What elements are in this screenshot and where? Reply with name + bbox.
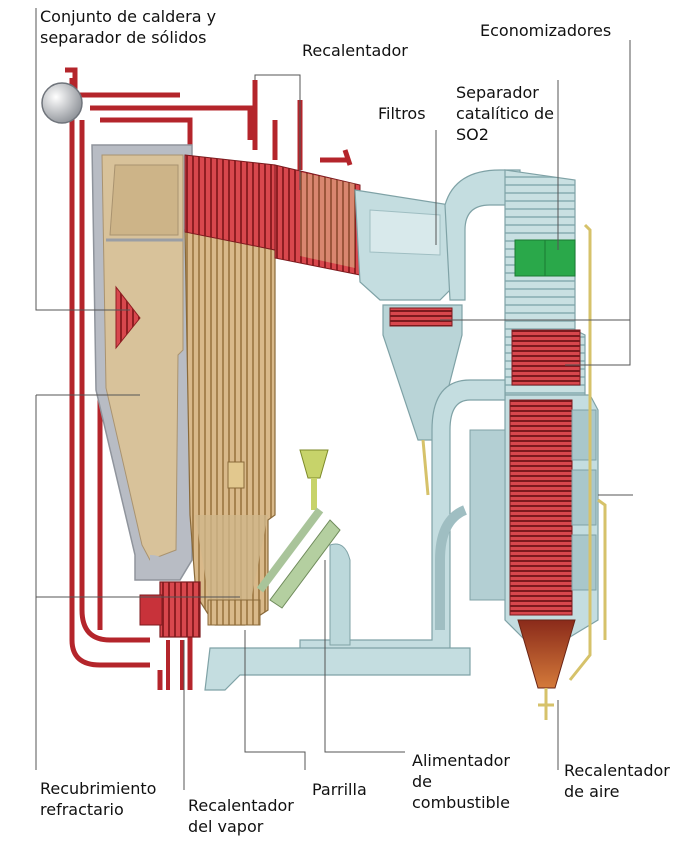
combustion-chamber [101, 154, 184, 561]
filter-red-bank [389, 307, 453, 327]
leader-fuel-feeder [324, 560, 405, 753]
label-steam-reheater: Recalentador del vapor [188, 796, 294, 836]
steam-reheater-block [159, 581, 201, 638]
bottom-air-duct [204, 647, 471, 691]
label-fuel-feeder: Alimentador de combustible [412, 751, 511, 812]
leader-boiler-separator [35, 8, 130, 311]
label-reheater: Recalentador [302, 41, 408, 60]
air-heater-tubes [509, 399, 573, 616]
economizer-red-bank [511, 329, 581, 386]
label-refractory-lining: Recubrimiento refractario [40, 779, 157, 819]
combustion-air-duct [299, 379, 506, 661]
label-air-heater: Recalentador de aire [564, 761, 670, 801]
fuel-feeder-chute [269, 519, 341, 609]
leader-reheater [254, 74, 301, 190]
leader-economizers [565, 40, 631, 366]
steam-drum [41, 82, 83, 124]
leader-grate [244, 630, 306, 770]
label-boiler-separator: Conjunto de caldera y separador de sólid… [40, 7, 217, 47]
fuel-feeder-hopper [299, 449, 329, 479]
label-filters: Filtros [378, 104, 426, 123]
air-heater-hopper [517, 619, 576, 689]
label-so2-separator: Separador catalítico de SO2 [456, 83, 554, 144]
grate [207, 599, 261, 626]
label-economizers: Economizadores [480, 21, 612, 40]
label-grate: Parrilla [312, 780, 367, 799]
inner-heat-surface [115, 285, 141, 350]
inspection-door [227, 461, 245, 489]
